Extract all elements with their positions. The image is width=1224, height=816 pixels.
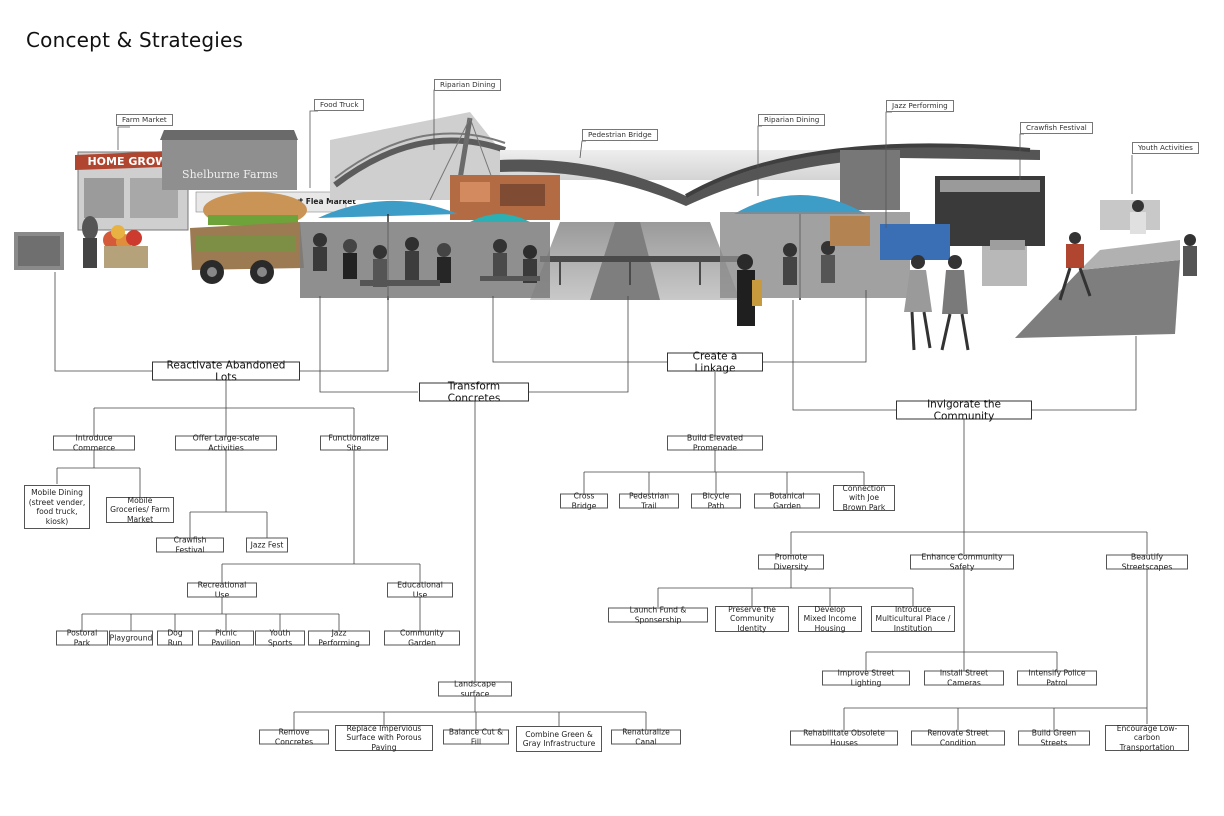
callout-riparian-dining-east: Riparian Dining <box>758 114 826 126</box>
farm-market-illustration: HOME GROWN Shelburne Farms <box>14 130 298 270</box>
node-landscape-surface: Landscape surface <box>438 680 512 698</box>
jazz-festival-illustration <box>904 240 1027 351</box>
callout-pedestrian-bridge: Pedestrian Bridge <box>582 129 658 141</box>
canal-illustration <box>530 222 740 300</box>
node-build-green-streets: Build Green Streets <box>1018 729 1090 747</box>
node-picnic-pavilion: Picnic Pavilion <box>198 629 254 647</box>
node-install-street-cameras: Install Street Cameras <box>924 669 1004 687</box>
node-create-a-linkage: Create a Linkage <box>667 350 763 374</box>
tree-connectors <box>54 272 1148 730</box>
node-community-garden: Community Garden <box>384 629 460 647</box>
food-truck-illustration: Westport Flea Market <box>190 191 356 284</box>
node-dog-run: Dog Run <box>157 629 193 647</box>
node-launch-fund: Launch Fund & Sponsership <box>608 606 708 624</box>
node-remove-concretes: Remove Concretes <box>259 728 329 746</box>
node-offer-large-scale-activities: Offer Large-scale Activities <box>175 434 277 452</box>
node-combine-green-gray: Combine Green & Gray Infrastructure <box>516 726 602 752</box>
callout-youth-activities: Youth Activities <box>1132 142 1199 154</box>
node-promote-diversity: Promote Diversity <box>758 553 824 571</box>
node-bicycle-path: Bicycle Path <box>691 492 741 510</box>
node-beautify-streetscapes: Beautify Streetscapes <box>1106 553 1188 571</box>
node-recreational-use: Recreational Use <box>187 581 257 599</box>
riparian-dining-illustration <box>300 195 950 326</box>
saxophone-player <box>737 270 755 326</box>
node-renaturalize-canal: Renaturalize Canal <box>611 728 681 746</box>
youth-activities-illustration <box>1015 200 1197 338</box>
node-jazz-performing: Jazz Performing <box>308 629 370 647</box>
node-reactivate-abandoned-lots: Reactivate Abandoned Lots <box>152 359 300 383</box>
callout-crawfish-festival: Crawfish Festival <box>1020 122 1093 134</box>
node-functionalize-site: Functionalize Site <box>320 434 388 452</box>
callout-farm-market: Farm Market <box>116 114 173 126</box>
pedestrian-bridge-illustration <box>330 112 1045 246</box>
node-enhance-community-safety: Enhance Community Safety <box>910 553 1014 571</box>
node-improve-street-lighting: Improve Street Lighting <box>822 669 910 687</box>
node-mobile-dining: Mobile Dining (street vender, food truck… <box>24 485 90 529</box>
node-encourage-low-carbon: Encourage Low-carbon Transportation <box>1105 724 1189 752</box>
node-educational-use: Educational Use <box>387 581 453 599</box>
node-develop-mixed-income: Develop Mixed Income Housing <box>798 605 862 633</box>
node-connection-joe-brown-park: Connection with Joe Brown Park <box>833 484 895 512</box>
node-pedestrian-trail: Pedestrian Trail <box>619 492 679 510</box>
node-renovate-street-condition: Renovate Street Condition <box>911 729 1005 747</box>
node-cross-bridge: Cross Bridge <box>560 492 608 510</box>
node-preserve-identity: Preserve the Community Identity <box>715 605 789 633</box>
node-rehabilitate-obsolete-houses: Rehabilitate Obsolete Houses <box>790 729 898 747</box>
node-postoral-park: Postoral Park <box>56 629 108 647</box>
callout-jazz-performing: Jazz Performing <box>886 100 954 112</box>
shelburne-farms-sign: Shelburne Farms <box>182 168 278 181</box>
node-botanical-garden: Botanical Garden <box>754 492 820 510</box>
node-introduce-commerce: Introduce Commerce <box>53 434 135 452</box>
callout-food-truck: Food Truck <box>314 99 365 111</box>
westport-flea-sign: Westport Flea Market <box>264 197 356 206</box>
node-intensify-police-patrol: Intensify Police Patrol <box>1017 669 1097 687</box>
home-grown-sign: HOME GROWN <box>87 155 176 168</box>
callout-riparian-dining-west: Riparian Dining <box>434 79 502 91</box>
node-introduce-multicultural: Introduce Multicultural Place / Institut… <box>871 605 955 633</box>
node-playground: Playground <box>109 630 153 646</box>
node-invigorate-the-community: Invigorate the Community <box>896 398 1032 422</box>
page-title: Concept & Strategies <box>26 28 244 52</box>
node-crawfish-festival: Crawfish Festival <box>156 536 224 554</box>
node-replace-impervious-surface: Replace Impervious Surface with Porous P… <box>335 724 433 752</box>
node-mobile-groceries: Mobile Groceries/ Farm Market <box>106 496 174 524</box>
node-build-elevated-promenade: Build Elevated Promenade <box>667 434 763 452</box>
node-youth-sports: Youth Sports <box>255 629 305 647</box>
node-balance-cut-fill: Balance Cut & Fill <box>443 728 509 746</box>
node-transform-concretes: Transform Concretes <box>419 380 529 404</box>
node-jazz-fest: Jazz Fest <box>246 537 288 553</box>
